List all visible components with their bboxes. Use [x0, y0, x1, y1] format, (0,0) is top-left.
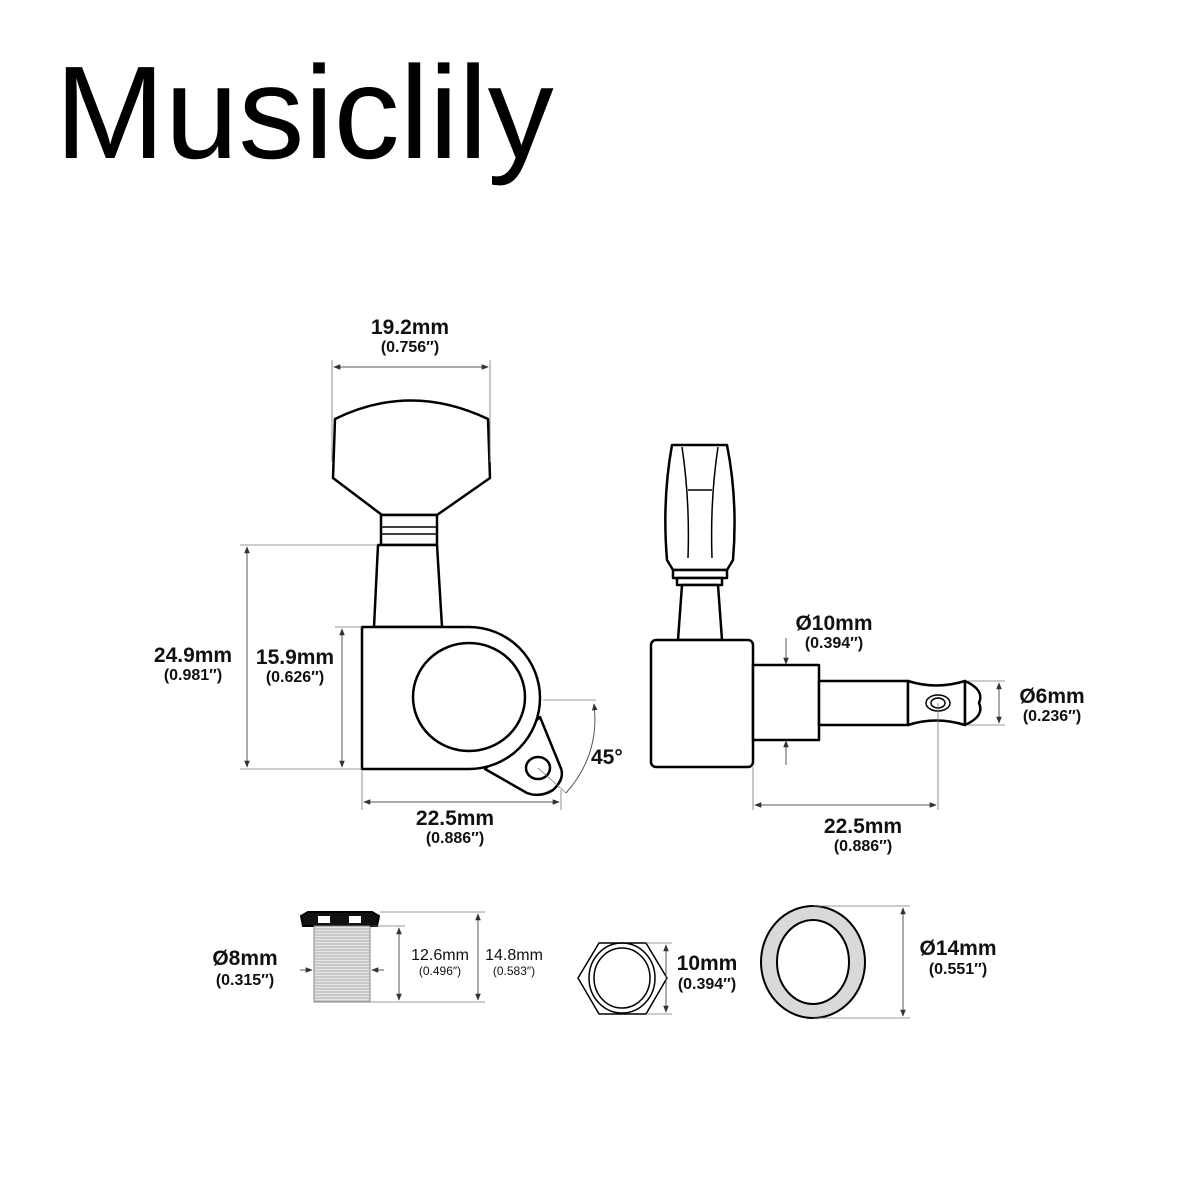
collar-diameter-in: (0.394″)	[805, 635, 863, 652]
body-width-in: (0.886″)	[426, 830, 484, 847]
knob-ring	[379, 513, 439, 547]
post-diameter-in: (0.236″)	[1023, 708, 1081, 725]
post-length-in: (0.886″)	[834, 838, 892, 855]
washer-hole	[776, 919, 850, 1005]
knob-side	[664, 443, 736, 572]
total-height-in: (0.981″)	[164, 667, 222, 684]
washer: Ø14mm (0.551″)	[760, 905, 997, 1019]
bushing-flange	[299, 911, 381, 927]
post-collar	[751, 663, 821, 742]
collar-diameter-mm: Ø10mm	[795, 612, 872, 635]
bushing-length-mm: 14.8mm	[485, 947, 543, 964]
thread-length-in: (0.496″)	[419, 964, 461, 978]
bushing-thread	[313, 925, 371, 1003]
thread-length-mm: 12.6mm	[411, 947, 469, 964]
thread-lines	[314, 928, 370, 1002]
hex-nut-outline	[577, 942, 668, 1015]
tuner-housing	[649, 638, 755, 769]
bushing-diameter-mm: Ø8mm	[212, 947, 277, 970]
brand-title: Musiclily	[55, 39, 554, 186]
hex-nut: 10mm (0.394″)	[577, 942, 738, 1015]
bushing-length-in: (0.583″)	[493, 964, 535, 978]
tuner-shaft	[372, 543, 444, 629]
gear-cover	[411, 641, 527, 753]
body-height-in: (0.626″)	[266, 669, 324, 686]
hex-nut-size-in: (0.394″)	[678, 976, 736, 993]
front-view-tuner: Ø10mm (0.394″) Ø6mm (0.236″) 22.5mm (0.8…	[649, 443, 1085, 855]
total-height-mm: 24.9mm	[154, 644, 232, 667]
post-length-mm: 22.5mm	[824, 815, 902, 838]
washer-diameter-mm: Ø14mm	[919, 937, 996, 960]
side-view-tuner: 19.2mm (0.756″) 24.9mm (0.981″) 15.9mm (…	[154, 316, 623, 847]
hex-nut-size-mm: 10mm	[677, 952, 738, 975]
knob-neck	[676, 583, 724, 642]
knob-width-mm: 19.2mm	[371, 316, 449, 339]
body-height-mm: 15.9mm	[256, 646, 334, 669]
post-diameter-mm: Ø6mm	[1019, 685, 1084, 708]
body-width-mm: 22.5mm	[416, 807, 494, 830]
washer-diameter-in: (0.551″)	[929, 961, 987, 978]
ear-angle-label: 45°	[591, 746, 623, 769]
tuner-knob	[331, 399, 492, 517]
bushing: Ø8mm (0.315″) 12.6mm (0.496″) 14.8mm (0.…	[212, 911, 543, 1003]
bushing-diameter-in: (0.315″)	[216, 972, 274, 989]
knob-width-in: (0.756″)	[381, 339, 439, 356]
post-tip	[906, 679, 967, 727]
string-post	[817, 679, 910, 727]
post-cap	[963, 679, 982, 727]
